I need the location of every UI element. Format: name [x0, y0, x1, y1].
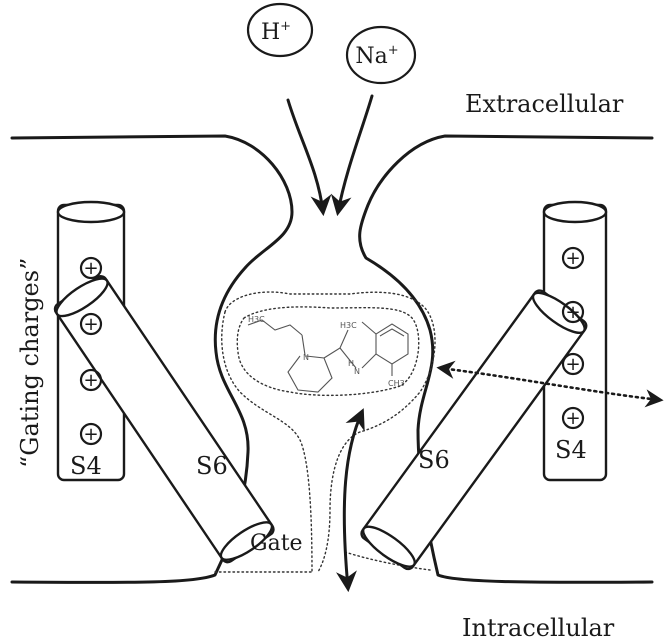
charge-plus-right-2: + [563, 302, 583, 323]
intracellular-label: Intracellular [462, 614, 615, 642]
svg-text:H+: H+ [261, 19, 291, 45]
s4-left-label: S4 [70, 452, 102, 480]
charge-plus-left-3: + [81, 370, 101, 391]
molecule-label-h-amide: H [348, 359, 354, 368]
svg-text:+: + [565, 354, 580, 375]
svg-text:+: + [83, 424, 98, 445]
molecule-label-n-amide: N [354, 367, 360, 376]
na-ion-arrow [338, 96, 372, 212]
charge-plus-right-1: + [563, 248, 583, 269]
s4-right-label: S4 [555, 436, 587, 464]
svg-text:+: + [83, 314, 98, 335]
svg-text:Na+: Na+ [355, 43, 398, 69]
ion-h-plus: H+ [248, 4, 312, 56]
charge-plus-left-4: + [81, 424, 101, 445]
molecule-label-ch3-top: H3C [248, 315, 265, 324]
drug-molecule: H3C H3C N N H CH3 [248, 315, 408, 392]
h-ion-arrow [288, 100, 323, 212]
ion-na-plus: Na+ [347, 27, 415, 83]
svg-text:+: + [83, 370, 98, 391]
charge-plus-right-3: + [563, 354, 583, 375]
gating-charges-label: “Gating charges” [16, 258, 44, 468]
svg-text:+: + [565, 302, 580, 323]
extracellular-label: Extracellular [465, 90, 624, 118]
svg-text:+: + [565, 248, 580, 269]
svg-text:+: + [565, 408, 580, 429]
s6-right-label: S6 [418, 446, 450, 474]
charge-plus-right-4: + [563, 408, 583, 429]
svg-text:+: + [83, 258, 98, 279]
molecule-label-ch3-bottom: CH3 [388, 379, 405, 388]
hydrophilic-pathway-arrow [344, 412, 362, 588]
gate-label: Gate [250, 531, 303, 556]
molecule-label-ch3-mid: H3C [340, 321, 357, 330]
molecule-label-n-ring: N [303, 353, 309, 362]
charge-plus-left-1: + [81, 258, 101, 279]
s6-left-label: S6 [196, 452, 228, 480]
charge-plus-left-2: + [81, 314, 101, 335]
